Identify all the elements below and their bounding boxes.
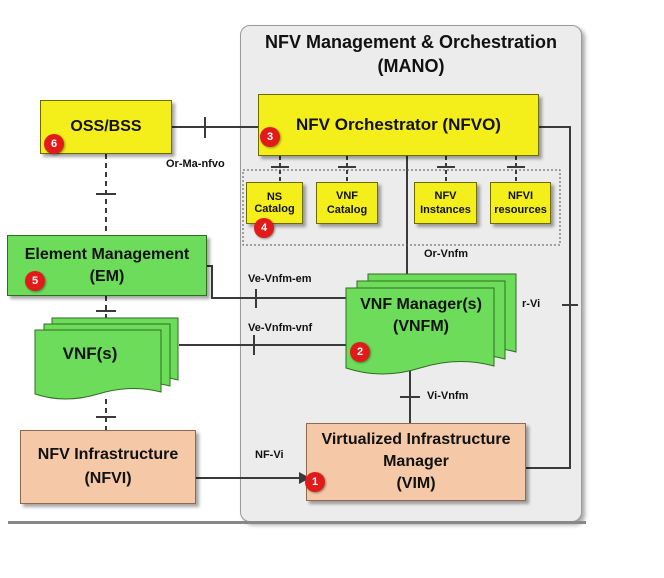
nfvi-label-line1: NFV Infrastructure — [37, 446, 179, 463]
ref-or-vi: r-Vi — [522, 298, 541, 310]
ref-or-ma-nfvo: Or-Ma-nfvo — [166, 158, 225, 170]
ref-nf-vi: NF-Vi — [255, 449, 284, 461]
ref-ve-vnfm-em: Ve-Vnfm-em — [248, 273, 312, 285]
oss-bss-label: OSS/BSS — [70, 118, 142, 135]
ns-catalog-label: NS Catalog — [254, 191, 295, 215]
mano-title-line1: NFV Management & Orchestration — [264, 32, 558, 52]
vnf-stack — [34, 317, 179, 400]
ref-ve-vnfm-vnf: Ve-Vnfm-vnf — [248, 322, 313, 334]
nfvi-resources-label: NFVI resources — [494, 190, 547, 216]
vnfm-label-line2: (VNFM) — [393, 318, 449, 335]
vnf-catalog-label: VNF Catalog — [326, 190, 368, 216]
vnfm-stack — [345, 273, 517, 375]
ref-vi-vnfm: Vi-Vnfm — [427, 390, 469, 402]
badge-2: 2 — [350, 342, 370, 362]
vnf-label: VNF(s) — [62, 344, 118, 363]
nfv-instances-label: NFV Instances — [420, 190, 471, 216]
ns-catalog-block: NS Catalog — [246, 182, 303, 224]
vim-label-line3: (VIM) — [396, 475, 436, 492]
vnfm-label-line1: VNF Manager(s) — [360, 296, 482, 313]
badge-5: 5 — [25, 271, 45, 291]
badge-4: 4 — [254, 218, 274, 238]
mano-title: NFV Management & Orchestration (MANO) — [240, 30, 582, 78]
badge-3: 3 — [260, 127, 280, 147]
badge-1: 1 — [305, 472, 325, 492]
nfvi-resources-block: NFVI resources — [490, 182, 551, 224]
nfvo-label: NFV Orchestrator (NFVO) — [296, 115, 501, 134]
em-label-line2: (EM) — [89, 267, 125, 285]
badge-6: 6 — [44, 134, 64, 154]
vnfm-label: VNF Manager(s) (VNFM) — [348, 294, 494, 338]
ref-or-vnfm: Or-Vnfm — [424, 248, 468, 260]
nfv-instances-block: NFV Instances — [414, 182, 477, 224]
vim-label-line1: Virtualized Infrastructure — [321, 431, 511, 448]
vim-label-line2: Manager — [383, 453, 449, 470]
nfvi-label-line2: (NFVI) — [84, 470, 132, 487]
frame-bottom-edge — [8, 521, 586, 524]
mano-title-line2: (MANO) — [377, 56, 445, 76]
vim-block: Virtualized Infrastructure Manager (VIM) — [306, 423, 526, 501]
em-label-line1: Element Management — [24, 245, 190, 263]
nfvi-block: NFV Infrastructure (NFVI) — [20, 430, 196, 504]
nfvo-block: NFV Orchestrator (NFVO) — [258, 94, 539, 156]
vnf-catalog-block: VNF Catalog — [316, 182, 378, 224]
